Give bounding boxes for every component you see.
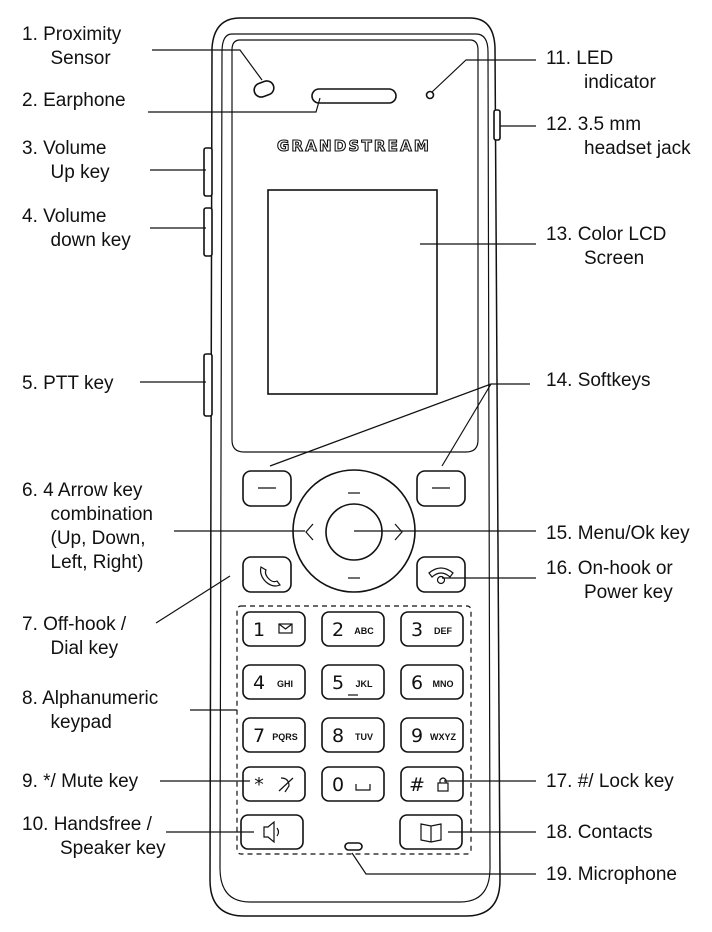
callout-c10-line-0: 10. Handsfree / (22, 814, 153, 835)
callout-c12-line-0: 12. 3.5 mm (546, 114, 641, 135)
key-letters: PQRS (272, 732, 298, 742)
off-hook-key[interactable] (242, 556, 292, 593)
callout-c17-line-0: 17. #/ Lock key (546, 771, 674, 792)
voicemail-icon (278, 623, 293, 634)
power-icon (436, 575, 446, 585)
speaker-icon (263, 820, 275, 844)
key-8[interactable]: 8 TUV (321, 717, 385, 753)
key-digit: # (409, 774, 425, 796)
arrow-left-icon (305, 523, 314, 541)
book-icon (420, 823, 442, 843)
key-5[interactable]: 5 JKL (321, 664, 385, 700)
callout-c19-line-0: 19. Microphone (546, 864, 677, 885)
callout-c13-line-1: Screen (584, 248, 644, 269)
callout-c11-line-0: 11. LED (546, 48, 613, 69)
callout-c9-line-0: 9. */ Mute key (22, 771, 139, 792)
key-letters: MNO (433, 679, 454, 689)
space-icon (355, 784, 371, 791)
callout-c5-line-0: 5. PTT key (22, 373, 114, 394)
key-digit: 6 (411, 672, 423, 694)
ptt-key[interactable] (203, 353, 213, 417)
key-letters: DEF (434, 626, 453, 636)
leader-lines (140, 49, 536, 875)
callout-c13-line-0: 13. Color LCD (546, 224, 666, 245)
key-hash[interactable]: # (400, 766, 464, 802)
handset-icon (259, 566, 281, 587)
callout-c16-line-0: 16. On-hook or (546, 558, 673, 579)
menu-ok-key[interactable] (325, 503, 383, 561)
callout-c6-line-3: Left, Right) (51, 552, 144, 573)
key-3[interactable]: 3 DEF (400, 611, 464, 647)
callout-c11-line-1: indicator (584, 72, 656, 93)
arrow-right-icon (394, 523, 403, 541)
callout-c2-line-0: 2. Earphone (22, 90, 126, 111)
callout-c4-line-1: down key (51, 230, 132, 251)
callout-c10-line-1: Speaker key (60, 838, 166, 859)
callout-c7-line-1: Dial key (51, 638, 119, 659)
key-letters: JKL (355, 679, 373, 689)
callout-c15-line-0: 15. Menu/Ok key (546, 523, 690, 544)
callout-c3-line-1: Up key (51, 162, 111, 183)
led-indicator (425, 90, 435, 100)
callout-c6-line-0: 6. 4 Arrow key (22, 480, 143, 501)
microphone (344, 842, 363, 851)
brand-logo: GRANDSTREAM (277, 137, 431, 155)
callout-c4-line-0: 4. Volume (22, 206, 107, 227)
key-2[interactable]: 2 ABC (321, 611, 385, 647)
lock-icon (437, 777, 449, 792)
callout-c12-line-1: headset jack (584, 138, 691, 159)
callout-c18-line-0: 18. Contacts (546, 822, 653, 843)
lcd-screen (267, 189, 438, 395)
callout-c1-line-1: Sensor (51, 48, 112, 69)
earphone-slot (311, 88, 397, 104)
key-7[interactable]: 7 PQRS (242, 717, 306, 753)
key-letters: GHI (277, 679, 293, 689)
callout-c7-line-0: 7. Off-hook / (22, 614, 127, 635)
callout-c1-line-0: 1. Proximity (22, 24, 122, 45)
alphanumeric-keypad: 1 2 ABC 3 DEF 4 GHI 5 JKL 6 MNO 7 PQRS 8 TUV 9 WXYZ * 0 # (242, 611, 464, 802)
key-digit: 2 (332, 619, 344, 641)
key-9[interactable]: 9 WXYZ (400, 717, 464, 753)
key-6[interactable]: 6 MNO (400, 664, 464, 700)
key-letters: ABC (354, 626, 374, 636)
key-digit: 0 (332, 774, 344, 796)
callout-c14-line-0: 14. Softkeys (546, 370, 651, 391)
key-0[interactable]: 0 (321, 766, 385, 802)
key-1[interactable]: 1 (242, 611, 306, 647)
callout-c3-line-0: 3. Volume (22, 138, 107, 159)
callout-c8-line-1: keypad (51, 712, 112, 733)
callout-c8-line-0: 8. Alphanumeric (22, 688, 158, 709)
key-letters: TUV (355, 732, 373, 742)
headset-jack (493, 109, 501, 141)
key-digit: 9 (411, 725, 423, 747)
hangup-icon (428, 567, 454, 578)
key-star[interactable]: * (242, 766, 306, 802)
callout-c6-line-2: (Up, Down, (51, 528, 146, 549)
key-digit: 1 (253, 619, 265, 641)
callout-c16-line-1: Power key (584, 582, 673, 603)
key-digit: 3 (411, 619, 423, 641)
key-digit: 5 (332, 672, 344, 694)
on-hook-key[interactable] (416, 556, 466, 593)
callout-c6-line-1: combination (51, 504, 153, 525)
mute-icon (278, 777, 294, 793)
key-4[interactable]: 4 GHI (242, 664, 306, 700)
key-digit: * (254, 774, 264, 796)
key-letters: WXYZ (430, 732, 457, 742)
key-digit: 7 (253, 725, 265, 747)
proximity-sensor (253, 80, 275, 98)
keypad-region (236, 605, 472, 855)
volume-up-key[interactable] (203, 147, 213, 197)
key-digit: 4 (253, 672, 265, 694)
volume-down-key[interactable] (203, 207, 213, 257)
key-digit: 8 (332, 725, 344, 747)
